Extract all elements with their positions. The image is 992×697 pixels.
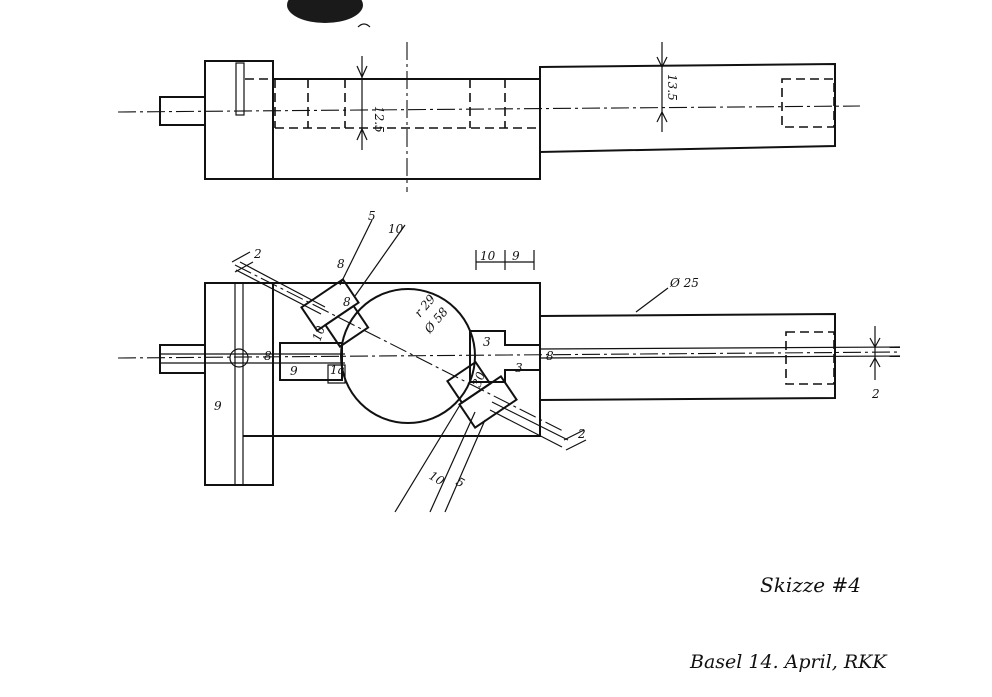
upper-slot-dim-label: 12.5 (372, 106, 386, 133)
upper-shaft-dim-label: 13.5 (665, 74, 679, 101)
lower-right-arm-pad (446, 360, 492, 405)
arm-eight-label: 8 (337, 257, 345, 271)
top-ten-label: 10 (480, 249, 496, 263)
arm-ten-small-label: 10 (310, 324, 329, 343)
ext-line-5 (339, 219, 373, 286)
wire-top-dim-2 (234, 261, 254, 273)
arm-ten-label: 10 (388, 222, 404, 236)
ink-blot (287, 0, 363, 23)
lower-view: 2 5 10 8 8 10 1a 10 9 r 29 Ø 58 Ø 25 8 9… (117, 209, 901, 513)
upper-slot-arrow-top (356, 65, 368, 79)
upper-centerline (117, 105, 861, 113)
diagonal-wire-lower (491, 401, 569, 441)
pad-label: 1a (330, 363, 345, 377)
upper-clamp-slot (235, 62, 245, 116)
ext-line-10 (354, 224, 406, 297)
arm-five-label: 5 (368, 209, 376, 223)
lower-wire-label: 2 (577, 427, 586, 441)
right-eight-label: 8 (546, 349, 554, 363)
upper-left-arm (300, 278, 370, 348)
lower-shaft (539, 312, 836, 402)
lower-shaft-bore (785, 331, 835, 385)
lower-shaft-wire-top (539, 346, 901, 350)
wire-bottom-dim-2 (565, 439, 587, 451)
right-offset-arrow-top (869, 337, 881, 349)
upper-slot-arrow-bottom (356, 127, 368, 141)
vert-nine-label: 9 (214, 399, 222, 413)
diagonal-wire-lower-b (489, 409, 563, 448)
ink-mark (357, 23, 371, 28)
ext-line-bottom-2 (429, 411, 476, 513)
shaft-dia-label: Ø 25 (669, 276, 699, 290)
upper-view: 12.5 13.5 (117, 42, 861, 192)
lower-clamp-block (204, 282, 274, 486)
shaft-dia-leader (635, 287, 669, 313)
diagonal-wire-upper-b (235, 269, 322, 315)
wire-bottom-dim-1 (563, 429, 585, 441)
left-pad-lug (327, 364, 346, 384)
lower-stub-shaft (159, 344, 206, 374)
lower-shaft-wire-bottom (539, 355, 901, 359)
offset-two-label: 2 (871, 387, 880, 401)
upper-shaft-arrow-top (656, 56, 668, 69)
top-nine-label: 9 (512, 249, 520, 263)
right-three-b-label: 3 (515, 361, 523, 375)
diagonal-wire-upper (239, 261, 326, 308)
sketch-title: Skizze #4 (760, 573, 861, 597)
wire-top-dim-label: 2 (253, 247, 262, 261)
left-nine-label: 9 (290, 364, 298, 378)
diagonal-axis (234, 264, 566, 433)
lower-right-arm (446, 360, 518, 429)
bottom-ten-label: 10 (427, 468, 448, 488)
right-offset-arrow-bottom (869, 356, 881, 368)
upper-shaft-bore (781, 78, 835, 128)
wire-top-dim-1 (231, 251, 251, 263)
ext-line-bottom-3 (444, 419, 486, 513)
upper-clamp-block (204, 60, 274, 180)
left-eight-label: 8 (264, 349, 272, 363)
wire-junction (229, 348, 249, 368)
upper-shaft (539, 62, 836, 154)
angle-thirty-label: 30 (470, 370, 489, 389)
arm-eight-b-label: 8 (343, 295, 351, 309)
ext-line-bottom-1 (394, 404, 461, 513)
left-pad (279, 342, 343, 381)
right-three-label: 3 (483, 335, 491, 349)
signature: Basel 14. April, RKK (689, 651, 888, 673)
upper-shaft-arrow-bottom (656, 110, 668, 123)
upper-left-arm-pad (324, 304, 370, 348)
